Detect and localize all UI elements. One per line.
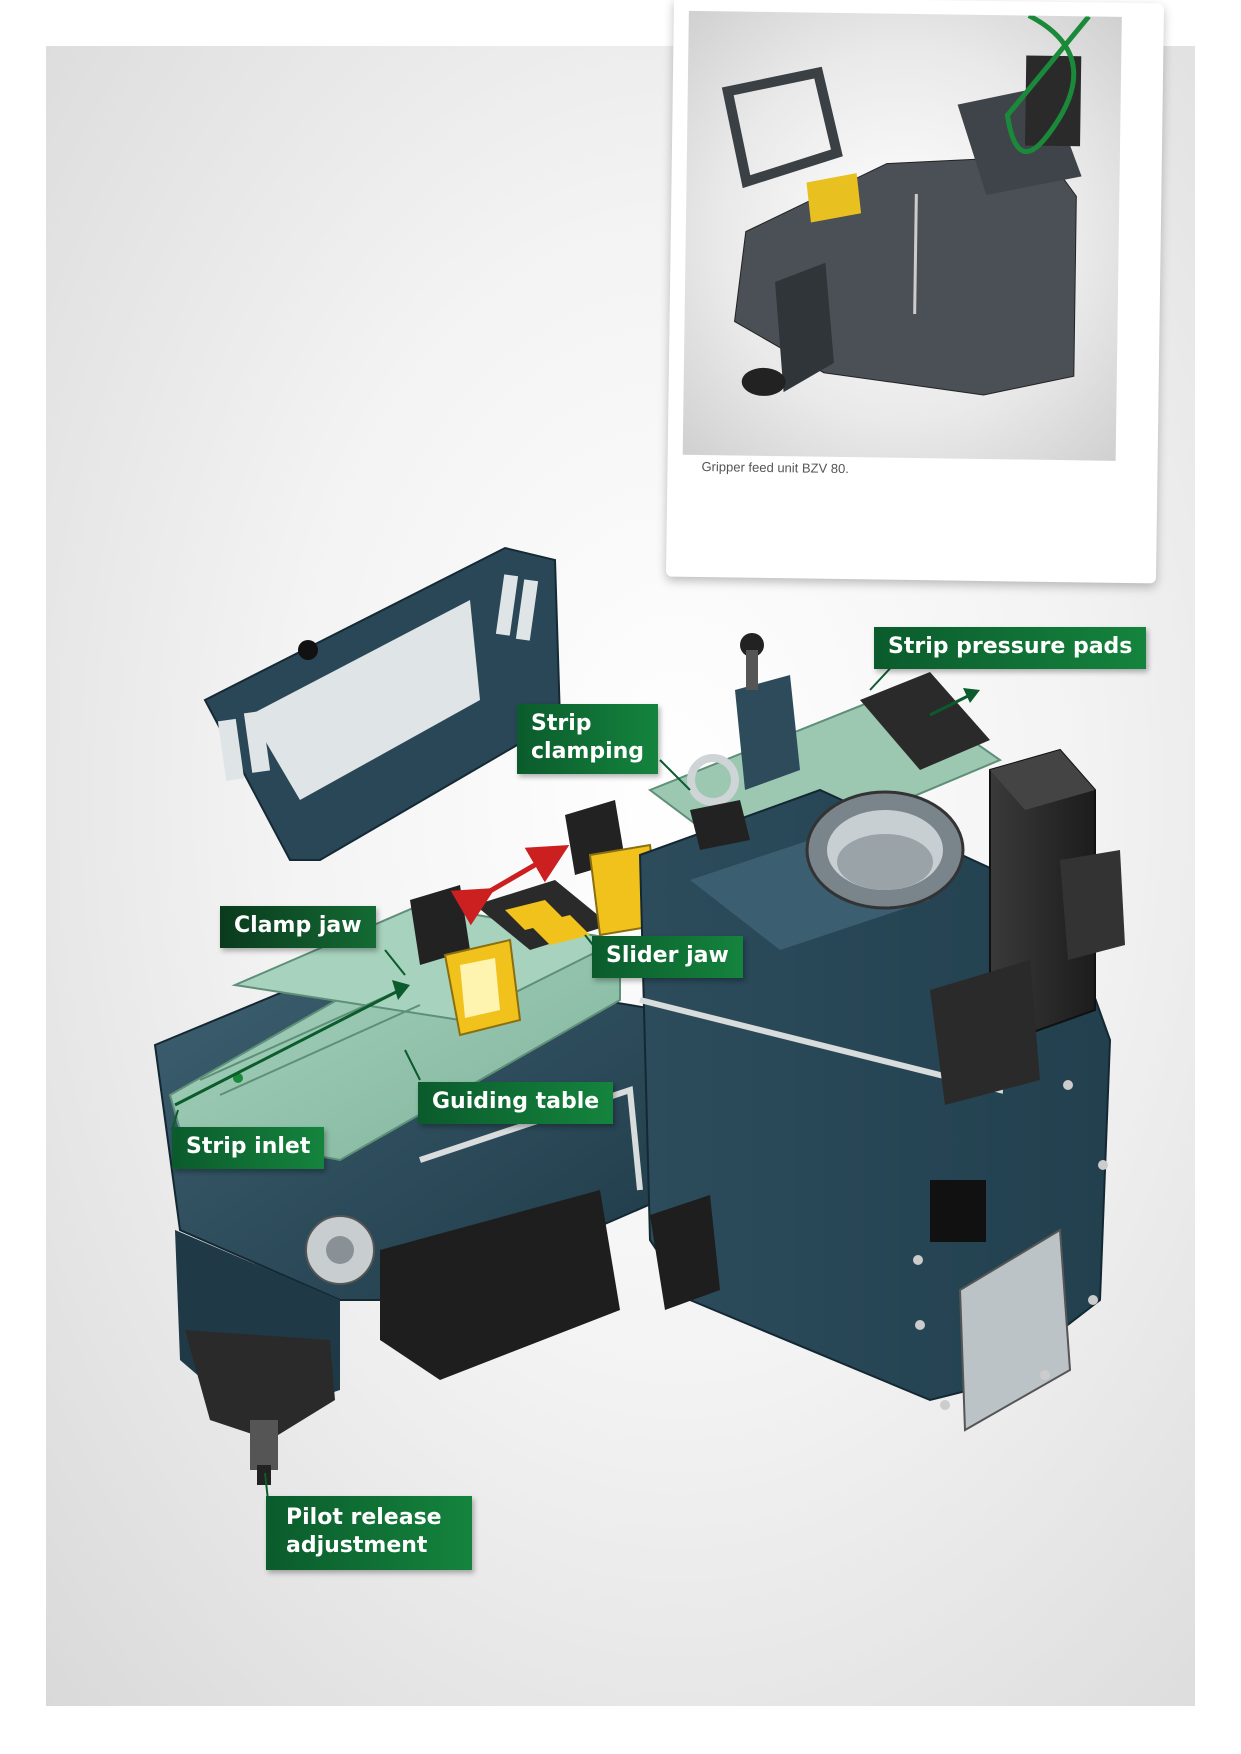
label-guiding-table: Guiding table [418, 1082, 614, 1124]
swing-frame [203, 546, 562, 861]
label-slider-jaw: Slider jaw [592, 936, 743, 978]
label-strip-clamping: Strip clamping [517, 704, 659, 774]
servo-motor [930, 748, 1125, 1105]
label-strip-inlet: Strip inlet [172, 1127, 325, 1169]
label-strip-pressure-pads: Strip pressure pads [874, 627, 1147, 669]
photo-card: Gripper feed unit BZV 80. [665, 0, 1165, 584]
gripper-feed-unit-photo [721, 13, 1091, 396]
movement-arrow [450, 844, 570, 926]
product-photo [682, 10, 1122, 461]
main-gearbox [419, 754, 1112, 1432]
label-clamp-jaw: Clamp jaw [220, 906, 376, 948]
label-pilot-release-adjustment: Pilot release adjustment [266, 1496, 472, 1570]
photo-caption: Gripper feed unit BZV 80. [701, 459, 850, 477]
strip-direction-arrows [174, 688, 980, 1107]
